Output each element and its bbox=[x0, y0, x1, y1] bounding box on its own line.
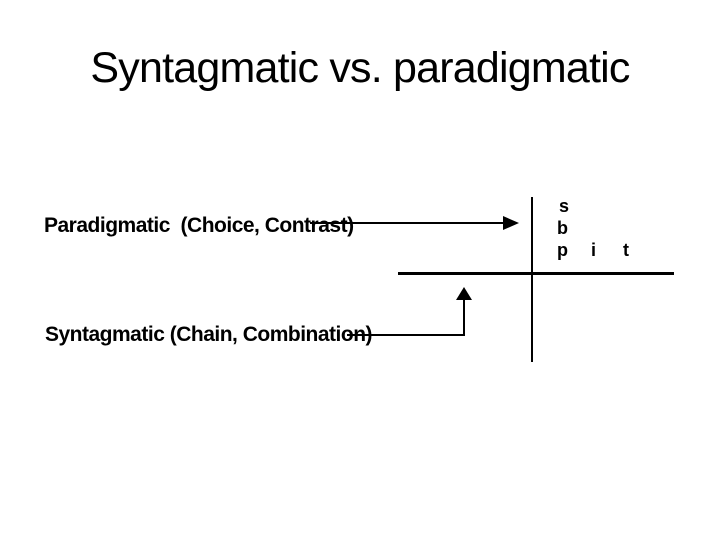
matrix-letter-p: p bbox=[557, 240, 568, 260]
syntagmatic-axis-line bbox=[398, 272, 674, 275]
matrix-letter-b: b bbox=[557, 218, 568, 238]
page-title: Syntagmatic vs. paradigmatic bbox=[90, 44, 630, 92]
matrix-letter-i: i bbox=[591, 240, 597, 260]
up-arrowhead-icon bbox=[456, 287, 472, 300]
matrix-letter-t: t bbox=[623, 240, 629, 260]
paradigmatic-arrow-shaft bbox=[310, 222, 504, 224]
right-arrowhead-icon bbox=[503, 216, 519, 230]
syntagmatic-label: Syntagmatic (Chain, Combination) bbox=[45, 323, 373, 346]
syntagmatic-arrow-horizontal-shaft bbox=[347, 334, 465, 336]
paradigmatic-label: Paradigmatic (Choice, Contrast) bbox=[44, 214, 354, 237]
paradigmatic-axis-line bbox=[531, 197, 533, 362]
syntagmatic-arrow-vertical-shaft bbox=[463, 299, 465, 335]
matrix-letter-s: s bbox=[559, 196, 570, 216]
